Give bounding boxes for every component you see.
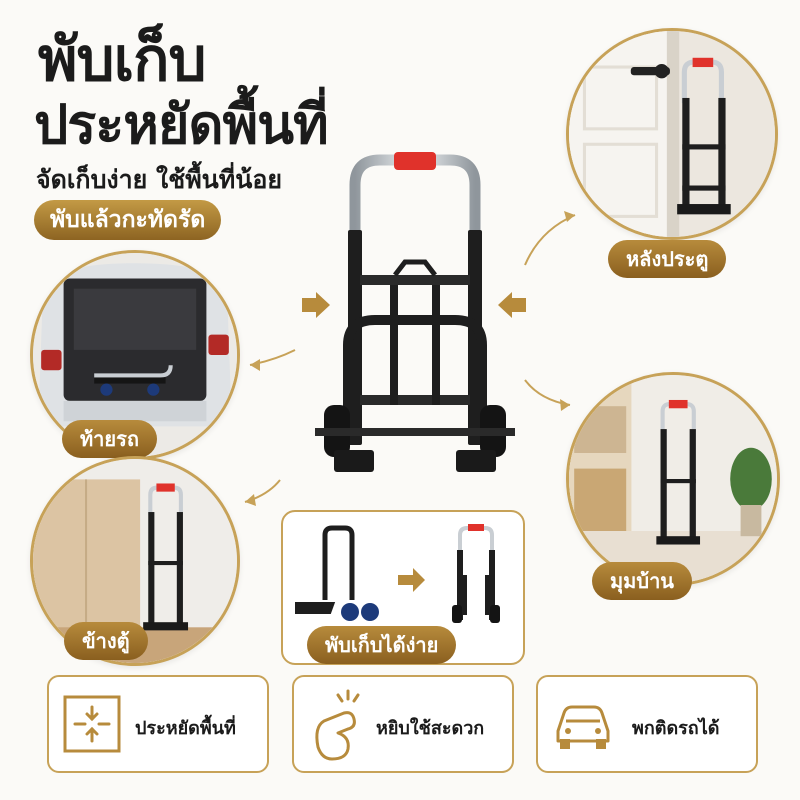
folded-hand-truck-illustration bbox=[315, 152, 515, 472]
label-behind-door: หลังประตู bbox=[608, 240, 727, 278]
compact-badge: พับแล้วกะทัดรัด bbox=[34, 200, 222, 240]
label-easy-fold: พับเก็บได้ง่าย bbox=[307, 626, 457, 664]
scene-behind-door bbox=[566, 28, 778, 240]
feature-card-car-portable: พกติดรถได้ bbox=[536, 675, 758, 773]
feature-card-easy-grab: หยิบใช้สะดวก bbox=[292, 675, 514, 773]
label-car-trunk: ท้ายรถ bbox=[62, 420, 157, 458]
arrow-right-icon bbox=[302, 292, 330, 318]
headline-subtitle: จัดเก็บง่าย ใช้พื้นที่น้อย bbox=[36, 165, 283, 194]
feature-label: ประหยัดพื้นที่ bbox=[135, 718, 236, 739]
hand-pinch-icon bbox=[315, 689, 360, 761]
scene-house-corner bbox=[566, 372, 780, 586]
arrow-left-icon bbox=[498, 292, 526, 318]
feature-label: หยิบใช้สะดวก bbox=[376, 718, 485, 739]
headline-line1: พับเก็บ bbox=[38, 25, 207, 95]
feature-card-space-saving: ประหยัดพื้นที่ bbox=[47, 675, 269, 773]
headline-line2: ประหยัดพื้นที่ bbox=[34, 93, 329, 156]
compress-icon bbox=[63, 695, 121, 753]
fold-demo-illustration bbox=[295, 524, 500, 623]
label-house-corner: มุมบ้าน bbox=[592, 562, 692, 600]
label-beside-cabinet: ข้างตู้ bbox=[64, 622, 148, 660]
car-icon bbox=[556, 705, 610, 749]
feature-label: พกติดรถได้ bbox=[632, 718, 720, 739]
